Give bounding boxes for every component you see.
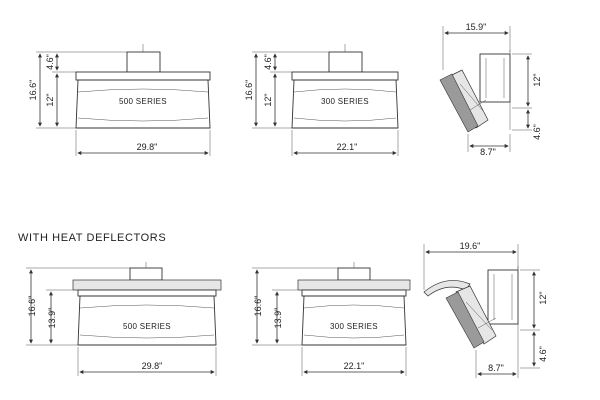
heater-body [301, 295, 407, 346]
series-label: 300 SERIES [330, 322, 378, 331]
depth-value: 15.9" [466, 22, 487, 32]
mount-height-value: 4.6" [45, 54, 55, 70]
body-height-value: 13.9" [273, 308, 283, 329]
series-label: 300 SERIES [321, 97, 369, 106]
heat-deflector [72, 279, 222, 291]
front-view-500-series-deflectors: 500 SERIES 29.8" 16.6" 13.9" [26, 262, 222, 376]
mount-height-value: 4.6" [263, 54, 273, 70]
heater-body [77, 295, 217, 346]
mounting-bracket [337, 267, 371, 281]
heater-body [75, 79, 211, 129]
body-height-value: 12" [532, 73, 542, 86]
side-view-deflectors: 19.6" 12" 4.6" 8.7" [423, 241, 548, 378]
heater-element-side [445, 291, 485, 349]
mounting-bracket [126, 51, 161, 73]
total-height-value: 16.6" [253, 296, 263, 317]
heater-top-cap [77, 289, 217, 297]
body-height-value: 12" [538, 291, 548, 304]
mounting-bracket [129, 267, 163, 281]
heater-body [291, 79, 399, 129]
total-height-value: 16.6" [244, 80, 254, 101]
front-view-500-series: 500 SERIES 29.8" 16.6" 4.6" 12" [28, 44, 211, 156]
series-label: 500 SERIES [119, 97, 167, 106]
series-label: 500 SERIES [123, 322, 171, 331]
total-height-value: 16.6" [27, 296, 37, 317]
body-height-value: 12" [263, 93, 273, 106]
heater-top-cap [301, 289, 407, 297]
base-depth-value: 8.7" [488, 363, 504, 373]
width-value: 29.8" [137, 142, 158, 152]
width-value: 22.1" [344, 361, 365, 371]
heater-element-side [439, 73, 479, 133]
section-title: WITH HEAT DEFLECTORS [18, 232, 166, 244]
wall-bracket [479, 53, 511, 103]
mount-height-value: 4.6" [538, 346, 548, 362]
side-view-top: 15.9" 12" 4.6" 8.7" [439, 22, 542, 157]
body-height-value: 12" [45, 93, 55, 106]
base-depth-value: 8.7" [480, 147, 496, 157]
wall-bracket [487, 269, 519, 325]
mounting-bracket [328, 51, 363, 73]
width-value: 29.8" [142, 361, 163, 371]
heater-top-cap [75, 71, 211, 81]
front-view-300-series: 300 SERIES 22.1" 16.6" 4.6" 12" [244, 44, 399, 156]
body-height-value: 13.9" [47, 308, 57, 329]
heater-top-cap [291, 71, 399, 81]
width-value: 22.1" [337, 142, 358, 152]
depth-value: 19.6" [460, 241, 481, 251]
heat-deflector [297, 279, 411, 291]
front-view-300-series-deflectors: 300 SERIES 22.1" 16.6" 13.9" [252, 262, 411, 376]
mount-height-value: 4.6" [532, 124, 542, 140]
total-height-value: 16.6" [28, 80, 38, 101]
